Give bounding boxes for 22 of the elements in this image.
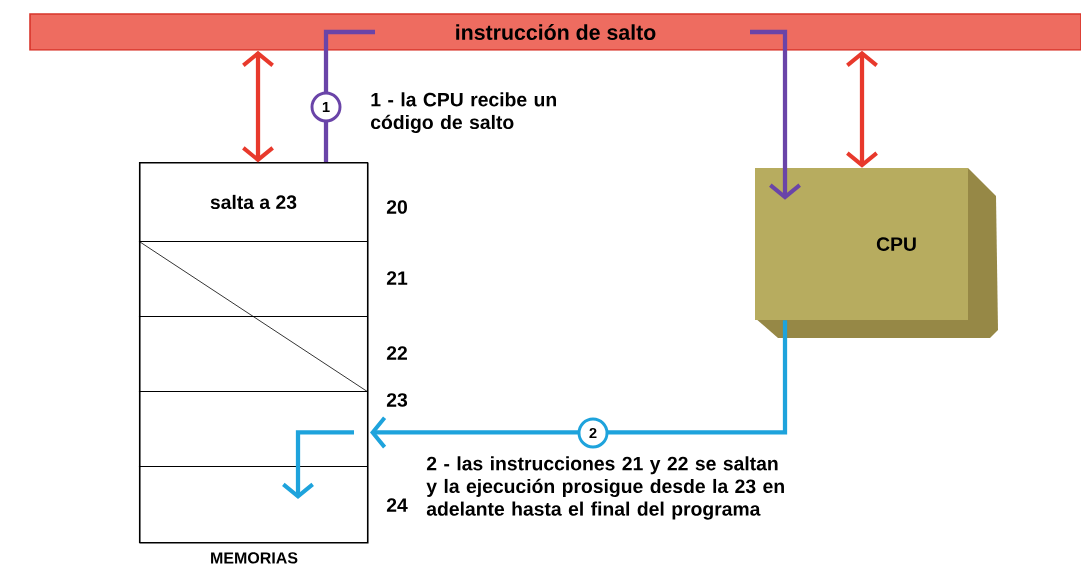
- arrow: [846, 50, 878, 168]
- arrow: [370, 320, 788, 449]
- arrow: [242, 50, 274, 163]
- node-label: 23: [386, 393, 408, 407]
- node-label: 24: [386, 498, 408, 512]
- memory-cell: 23: [138, 390, 408, 467]
- node-label: 21: [386, 271, 408, 285]
- note-text: 1 - la CPU recibe un código de salto: [371, 92, 556, 134]
- memory-cell: salta a 23 20: [138, 161, 407, 242]
- memory-cell: 22: [138, 315, 407, 392]
- arrow: [750, 29, 801, 200]
- memory-cell: 24: [138, 465, 408, 543]
- arrow: [282, 430, 354, 499]
- node-label: 20: [386, 200, 407, 214]
- note-text: 2 - las instrucciones 21 y 22 se saltan y la ejecución prosigue desde la 23 en adelante hasta el final del programa: [426, 456, 784, 520]
- node-label: 22: [386, 346, 407, 360]
- bus-band: instrucción de salto: [29, 13, 1081, 51]
- edge-label: 2: [577, 417, 609, 449]
- memory-cell: 21: [138, 240, 408, 317]
- edge-label: 1: [310, 91, 342, 123]
- cpu-block: CPU: [755, 168, 998, 338]
- node-label: MEMORIAS: [211, 552, 298, 564]
